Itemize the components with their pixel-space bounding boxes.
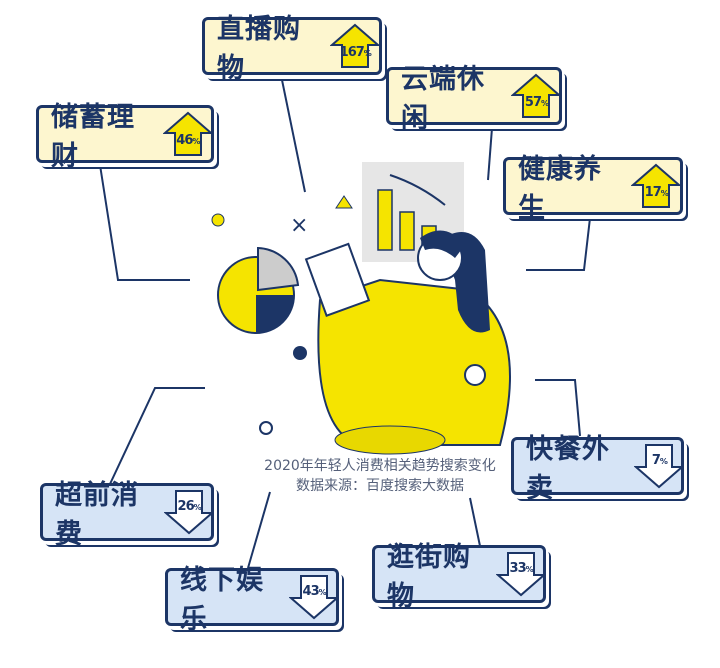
paw-icon [464, 364, 486, 386]
connector-line [247, 491, 271, 569]
connector-line [281, 79, 306, 193]
stat-unit: % [541, 99, 549, 108]
connector-line [487, 127, 493, 181]
up-arrow-icon: 17% [631, 163, 682, 209]
cross-icon: × [290, 213, 308, 238]
up-arrow-icon: 167% [330, 23, 381, 69]
stat-label: 逛街购物 [387, 542, 471, 612]
stat-value: 7 [651, 453, 661, 468]
stat-unit: % [192, 137, 200, 146]
stat-label: 超前消费 [55, 480, 139, 550]
stat-value: 43 [302, 584, 320, 599]
stat-value: 46 [176, 133, 193, 148]
stat-card-offline-entertainment: 线下娱乐 43% [165, 565, 340, 635]
stat-card-health: 健康养生 17% [503, 154, 683, 224]
down-arrow-icon: 7% [634, 443, 685, 489]
stat-label: 储蓄理财 [51, 102, 135, 172]
connector-line [535, 379, 581, 437]
stat-card-street-shopping: 逛街购物 33% [372, 542, 547, 612]
stat-unit: % [659, 457, 668, 466]
stat-label: 健康养生 [518, 154, 602, 224]
stat-unit: % [363, 49, 372, 58]
stat-label: 直播购物 [217, 14, 301, 84]
up-arrow-icon: 57% [511, 73, 562, 119]
stat-label: 云端休闲 [401, 64, 485, 134]
stat-unit: % [193, 503, 202, 512]
stat-card-live-shopping: 直播购物 167% [202, 14, 382, 84]
stat-card-advance-spending: 超前消费 26% [40, 480, 215, 550]
caption-source: 数据来源：百度搜索大数据 [296, 478, 464, 494]
clipboard [304, 242, 371, 317]
stat-label: 快餐外卖 [526, 434, 610, 504]
person-body [317, 278, 511, 446]
connector-line [469, 497, 481, 547]
stat-card-cloud-leisure: 云端休闲 57% [386, 64, 562, 134]
down-arrow-icon: 26% [164, 489, 215, 535]
connector-line [109, 387, 205, 485]
caption: 2020年年轻人消费相关趋势搜索变化 数据来源：百度搜索大数据 [240, 456, 520, 496]
up-arrow-icon: 46% [162, 111, 213, 157]
stat-card-savings: 储蓄理财 46% [36, 102, 214, 172]
stat-value: 167 [339, 45, 365, 60]
down-arrow-icon: 43% [289, 574, 340, 620]
stat-unit: % [660, 189, 669, 198]
stat-card-fast-food: 快餐外卖 7% [511, 434, 685, 504]
stat-value: 57 [524, 95, 542, 110]
caption-title: 2020年年轻人消费相关趋势搜索变化 [264, 458, 496, 474]
connector-line [99, 164, 190, 281]
down-arrow-icon: 33% [496, 551, 547, 597]
stat-unit: % [525, 565, 534, 574]
stat-unit: % [318, 588, 327, 597]
stat-label: 线下娱乐 [180, 565, 264, 635]
stat-value: 33 [509, 561, 527, 576]
connector-line [526, 217, 591, 271]
stat-value: 26 [177, 499, 195, 514]
stat-value: 17 [644, 185, 662, 200]
